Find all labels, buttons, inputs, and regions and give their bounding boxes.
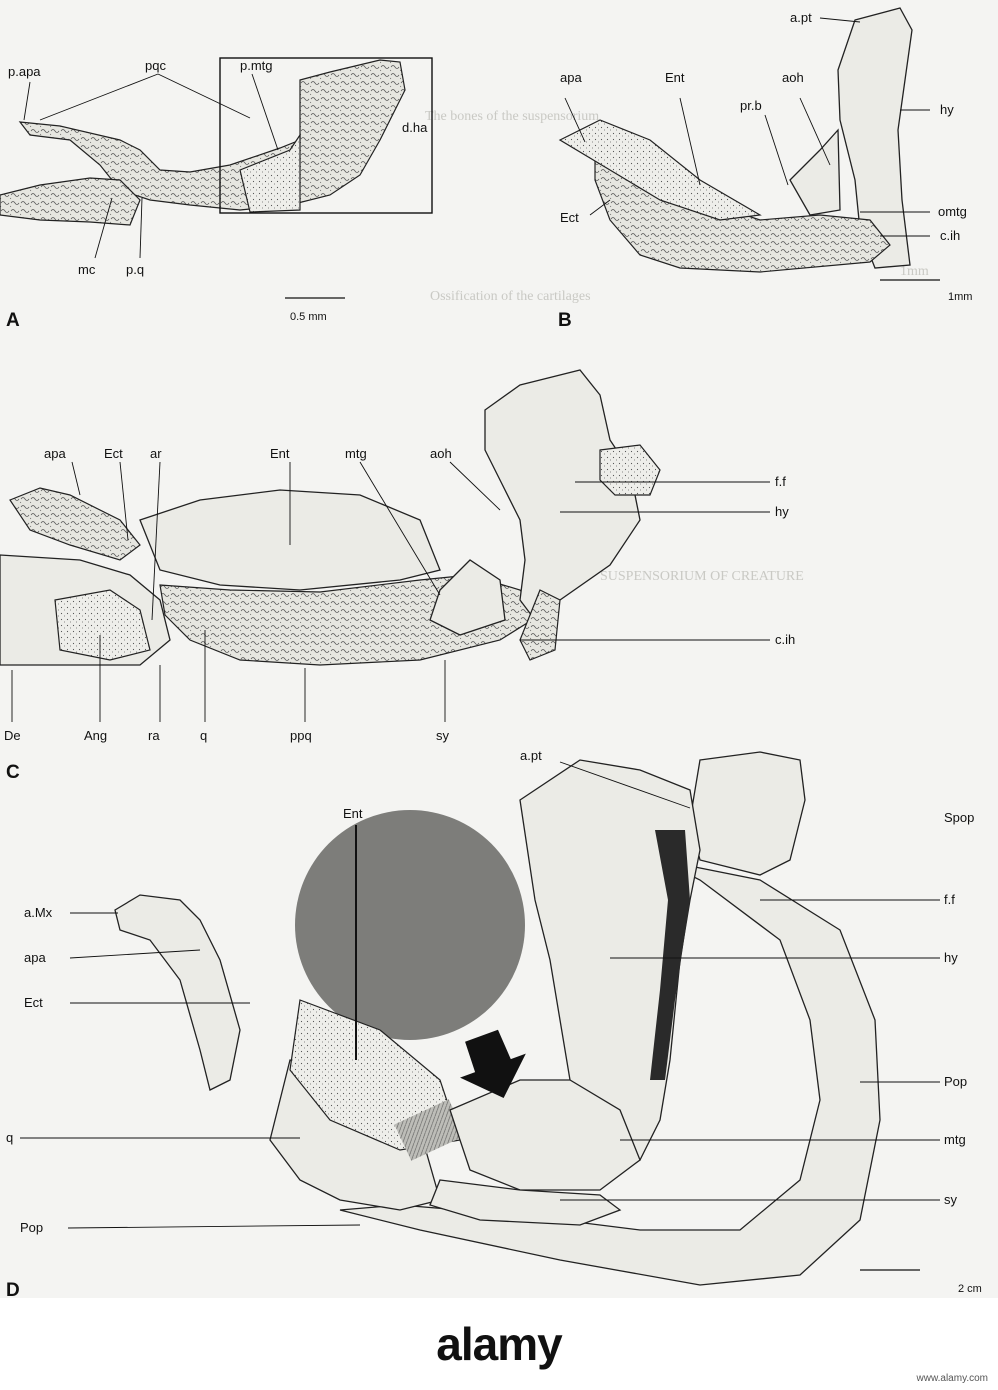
label-c-f-f: f.f bbox=[775, 474, 786, 489]
panel-d-symplectic bbox=[429, 1179, 622, 1226]
label-b-pr-b: pr.b bbox=[740, 98, 762, 113]
panel-a: p.apa pqc p.mtg d.ha mc p.q A 0.5 mm bbox=[0, 57, 433, 331]
label-c-aoh: aoh bbox=[430, 446, 452, 461]
label-b-a-pt: a.pt bbox=[790, 10, 812, 25]
panel-a-letter: A bbox=[6, 310, 20, 331]
label-b-ent: Ent bbox=[665, 70, 685, 85]
panel-c-autopalatine bbox=[9, 487, 141, 561]
panel-d-metapterygoid bbox=[449, 1079, 641, 1191]
label-b-ect: Ect bbox=[560, 210, 579, 225]
label-c-hy: hy bbox=[775, 504, 789, 519]
panel-d-photo-inset bbox=[295, 810, 525, 1040]
panel-b: a.pt apa Ent aoh pr.b hy Ect omtg c.ih B… bbox=[558, 7, 972, 331]
label-d-ect: Ect bbox=[24, 995, 43, 1010]
label-c-sy: sy bbox=[436, 728, 450, 743]
panel-b-metapterygoid-process bbox=[789, 128, 841, 216]
label-c-de: De bbox=[4, 728, 21, 743]
panel-b-hyomandibular bbox=[837, 7, 913, 269]
label-c-ent: Ent bbox=[270, 446, 290, 461]
footer-bar: alamy www.alamy.com bbox=[0, 1298, 998, 1390]
label-c-apa: apa bbox=[44, 446, 66, 461]
label-pqc: pqc bbox=[145, 58, 166, 73]
panel-d: a.pt Spop Ent f.f a.Mx hy apa Ect Pop q … bbox=[6, 748, 982, 1298]
ghost-text-1: The bones of the suspensorium bbox=[425, 109, 599, 124]
label-b-c-ih: c.ih bbox=[940, 228, 960, 243]
label-d-ent: Ent bbox=[343, 806, 363, 821]
label-c-mtg: mtg bbox=[345, 446, 367, 461]
label-c-ect: Ect bbox=[104, 446, 123, 461]
label-d-pop-left: Pop bbox=[20, 1220, 43, 1235]
label-b-omtg: omtg bbox=[938, 204, 967, 219]
label-b-aoh: aoh bbox=[782, 70, 804, 85]
label-c-ar: ar bbox=[150, 446, 162, 461]
panel-c: apa Ect ar Ent mtg aoh f.f hy c.ih De An… bbox=[0, 369, 795, 783]
panel-d-letter: D bbox=[6, 1280, 20, 1298]
ghost-text-2: 1mm bbox=[900, 264, 929, 279]
panel-d-arrow-icon bbox=[460, 1029, 526, 1098]
panel-a-d-ha-bracket bbox=[219, 57, 433, 214]
panel-c-hyomandibular bbox=[484, 369, 641, 621]
panel-d-suprapreopercle bbox=[689, 751, 806, 876]
ghost-text-4: Ossification of the cartilages bbox=[430, 289, 591, 304]
panel-c-opercular-condyle bbox=[599, 444, 661, 496]
panel-a-hyoid-cartilage bbox=[239, 133, 301, 213]
label-b-apa: apa bbox=[560, 70, 582, 85]
label-mc: mc bbox=[78, 262, 96, 277]
panel-b-scale-label: 1mm bbox=[948, 291, 972, 303]
panel-d-cross-hatched-region bbox=[394, 1099, 466, 1161]
label-d-pop-right: Pop bbox=[944, 1074, 967, 1089]
anatomical-figure: The bones of the suspensorium 1mm SUSPEN… bbox=[0, 7, 982, 1298]
label-b-hy: hy bbox=[940, 102, 954, 117]
panel-d-autopalatine bbox=[114, 894, 241, 1091]
panel-c-metapterygoid bbox=[429, 559, 506, 636]
label-d-mtg: mtg bbox=[944, 1132, 966, 1147]
background-text: The bones of the suspensorium 1mm SUSPEN… bbox=[425, 109, 929, 584]
label-c-ang: Ang bbox=[84, 728, 107, 743]
label-d-q: q bbox=[6, 1130, 13, 1145]
panel-b-entopterygoid bbox=[558, 119, 762, 221]
panel-d-scale-label: 2 cm bbox=[958, 1283, 982, 1295]
label-c-q: q bbox=[200, 728, 207, 743]
label-d-a-mx: a.Mx bbox=[24, 905, 53, 920]
label-d-apa: apa bbox=[24, 950, 46, 965]
label-p-mtg: p.mtg bbox=[240, 58, 273, 73]
label-d-hy: hy bbox=[944, 950, 958, 965]
panel-d-preopercle bbox=[339, 859, 881, 1286]
label-d-ha: d.ha bbox=[402, 120, 428, 135]
panel-c-letter: C bbox=[6, 762, 20, 783]
panel-c-symplectic bbox=[519, 589, 561, 661]
label-d-spop: Spop bbox=[944, 810, 974, 825]
label-c-c-ih: c.ih bbox=[775, 632, 795, 647]
panel-a-meckel-cartilage bbox=[0, 177, 141, 226]
ghost-text-3: SUSPENSORIUM OF CREATURE bbox=[600, 569, 804, 584]
panel-b-letter: B bbox=[558, 310, 572, 331]
label-d-f-f: f.f bbox=[944, 892, 955, 907]
figure-plate: The bones of the suspensorium 1mm SUSPEN… bbox=[0, 0, 998, 1298]
footer-brand: alamy bbox=[436, 1318, 562, 1370]
label-c-ppq: ppq bbox=[290, 728, 312, 743]
footer-site: www.alamy.com bbox=[916, 1373, 989, 1384]
panel-a-scale-label: 0.5 mm bbox=[290, 311, 327, 323]
label-d-sy: sy bbox=[944, 1192, 958, 1207]
panel-c-angular bbox=[54, 589, 151, 661]
label-c-ra: ra bbox=[148, 728, 160, 743]
label-p-apa: p.apa bbox=[8, 64, 41, 79]
panel-d-hyomandibular-ridge bbox=[650, 830, 690, 1080]
label-p-q: p.q bbox=[126, 262, 144, 277]
label-d-a-pt: a.pt bbox=[520, 748, 542, 763]
